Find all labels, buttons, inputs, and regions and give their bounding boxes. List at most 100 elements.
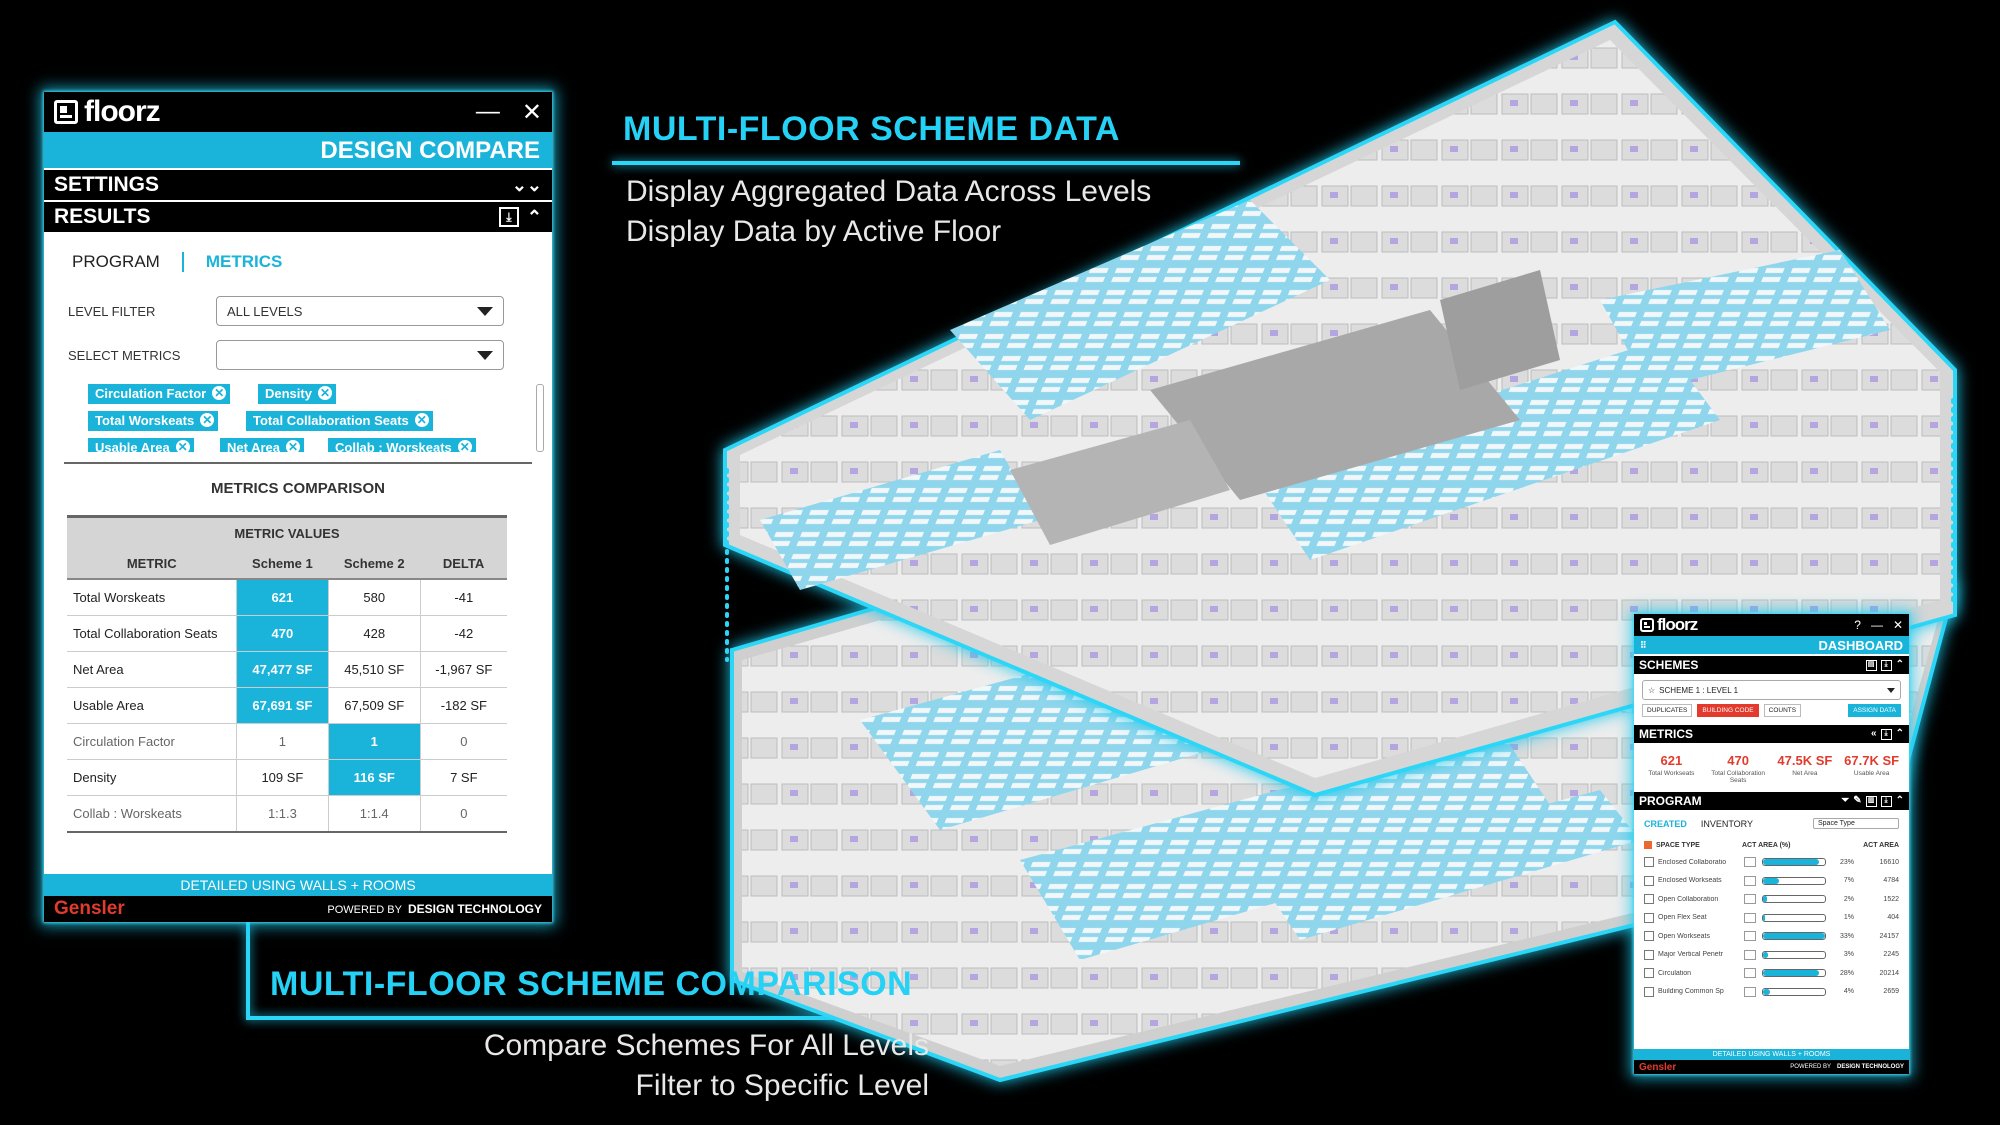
remove-chip-icon[interactable]: ✕ (285, 440, 300, 452)
counts-button[interactable]: COUNTS (1763, 704, 1802, 717)
collapse-left-icon[interactable]: « (1871, 728, 1877, 739)
remove-chip-icon[interactable]: ✕ (457, 440, 472, 452)
export-icon[interactable]: ⤓ (498, 207, 519, 227)
area-progress-fill (1763, 970, 1819, 977)
schemes-section-header[interactable]: SCHEMES ▤⤓⌃ (1634, 654, 1909, 674)
results-section-header[interactable]: RESULTS ⤓ ⌃ (44, 200, 552, 232)
remove-chip-icon[interactable]: ✕ (200, 413, 215, 427)
tab-inventory[interactable]: INVENTORY (1700, 818, 1754, 829)
row-checkbox[interactable] (1644, 894, 1654, 905)
remove-chip-icon[interactable]: ✕ (317, 386, 332, 400)
callout-top-line: Display Data by Active Floor (626, 215, 1002, 248)
export-icon[interactable]: ⤓ (1880, 795, 1892, 807)
export-icon[interactable]: ⤓ (1880, 728, 1892, 740)
metric-value: 621 (1660, 753, 1683, 768)
chevron-down-icon (1887, 687, 1895, 693)
remove-chip-icon[interactable]: ✕ (414, 413, 429, 427)
area-progress-fill (1763, 896, 1767, 903)
color-swatch-icon[interactable] (1744, 857, 1756, 868)
tab-metrics[interactable]: METRICS (205, 252, 283, 271)
help-icon[interactable]: ? (1854, 618, 1861, 632)
duplicates-button[interactable]: DUPLICATES (1642, 704, 1693, 717)
tab-created[interactable]: CREATED (1644, 818, 1687, 829)
level-filter-dropdown[interactable]: ALL LEVELS (216, 296, 504, 326)
area-percent: 23% (1839, 858, 1854, 866)
footer-note: DETAILED USING WALLS + ROOMS (44, 874, 552, 896)
layers-icon[interactable]: ▤ (1865, 659, 1877, 671)
area-progress-bar (1762, 876, 1826, 885)
metric-chip[interactable]: Net Area ✕ (220, 438, 304, 452)
color-swatch-icon[interactable] (1744, 875, 1756, 886)
chip-label: Net Area (227, 440, 280, 452)
metrics-section-header[interactable]: METRICS «⤓⌃ (1634, 723, 1909, 743)
color-swatch-icon[interactable] (1744, 894, 1756, 905)
metric-chip[interactable]: Density✕ (258, 384, 336, 404)
callout-bottom-title: MULTI-FLOOR SCHEME COMPARISON (270, 965, 913, 1003)
minimize-icon[interactable]: — (475, 97, 500, 125)
color-swatch-icon[interactable] (1744, 912, 1756, 923)
select-all-checkbox[interactable] (1644, 841, 1652, 849)
scheme2-value: 1:1.4 (327, 795, 421, 833)
close-icon[interactable]: ✕ (1892, 618, 1903, 632)
color-swatch-icon[interactable] (1744, 931, 1756, 942)
close-icon[interactable]: ✕ (521, 98, 542, 126)
settings-section-header[interactable]: SETTINGS ⌄⌄ (44, 168, 552, 200)
color-swatch-icon[interactable] (1744, 968, 1756, 979)
row-checkbox[interactable] (1644, 912, 1654, 923)
chips-scrollbar[interactable] (536, 384, 544, 452)
star-icon[interactable]: ☆ (1648, 685, 1656, 695)
row-checkbox[interactable] (1644, 949, 1654, 960)
area-value: 2659 (1883, 988, 1899, 996)
remove-chip-icon[interactable]: ✕ (212, 386, 227, 400)
row-checkbox[interactable] (1644, 986, 1654, 997)
columns-icon[interactable]: ▥ (1865, 795, 1877, 807)
column-header: ACT AREA (1863, 841, 1899, 849)
expand-chevron-icon[interactable]: ⌄⌄ (511, 175, 542, 195)
tab-program[interactable]: PROGRAM (72, 252, 160, 271)
remove-chip-icon[interactable]: ✕ (175, 440, 190, 452)
area-value: 2245 (1883, 951, 1899, 959)
program-table-header: SPACE TYPE ACT AREA (%) ACT AREA (1634, 833, 1909, 853)
area-percent: 28% (1839, 969, 1854, 977)
select-metrics-dropdown[interactable] (216, 340, 504, 370)
collapse-chevron-icon[interactable]: ⌃ (1895, 659, 1904, 670)
metric-chip[interactable]: Total Worskeats✕ (88, 411, 219, 431)
program-section-header[interactable]: PROGRAM ⏷✎▥⤓⌃ (1634, 790, 1909, 810)
minimize-icon[interactable]: — (1870, 618, 1883, 632)
metric-label: Total Collaboration Seats (1711, 770, 1766, 784)
row-checkbox[interactable] (1644, 968, 1654, 979)
export-icon[interactable]: ⤓ (1880, 659, 1892, 671)
row-checkbox[interactable] (1644, 931, 1654, 942)
metric-chip[interactable]: Circulation Factor✕ (88, 384, 231, 404)
filter-icon[interactable]: ⏷ (1841, 795, 1850, 806)
metric-chip[interactable]: Collab : Worskeats✕ (328, 438, 476, 452)
grip-icon[interactable]: ⠿ (1640, 640, 1647, 650)
collapse-chevron-icon[interactable]: ⌃ (1895, 728, 1904, 739)
scheme-dropdown[interactable]: ☆ SCHEME 1 : LEVEL 1 (1642, 680, 1901, 700)
color-swatch-icon[interactable] (1744, 949, 1756, 960)
metric-chip[interactable]: Total Collaboration Seats✕ (246, 411, 433, 431)
assign-data-button[interactable]: ASSIGN DATA (1848, 704, 1901, 717)
collapse-chevron-icon[interactable]: ⌃ (1895, 795, 1904, 806)
scheme1-value: 67,691 SF (236, 687, 329, 724)
edit-icon[interactable]: ✎ (1853, 795, 1862, 806)
scheme2-value: 67,509 SF (327, 687, 421, 724)
building-code-button[interactable]: BUILDING CODE (1697, 704, 1759, 717)
tab-divider (181, 252, 184, 272)
metric-name: Net Area (67, 651, 237, 688)
row-checkbox[interactable] (1644, 857, 1654, 868)
level-filter-label: LEVEL FILTER (68, 303, 156, 319)
color-swatch-icon[interactable] (1744, 986, 1756, 997)
metric-chip[interactable]: Usable Area✕ (88, 438, 194, 452)
row-checkbox[interactable] (1644, 875, 1654, 886)
settings-label: SETTINGS (54, 173, 160, 196)
space-type-dropdown[interactable]: Space Type (1813, 818, 1899, 829)
space-type-name: Enclosed Collaboratio (1658, 858, 1727, 866)
collapse-chevron-icon[interactable]: ⌃ (526, 207, 542, 227)
